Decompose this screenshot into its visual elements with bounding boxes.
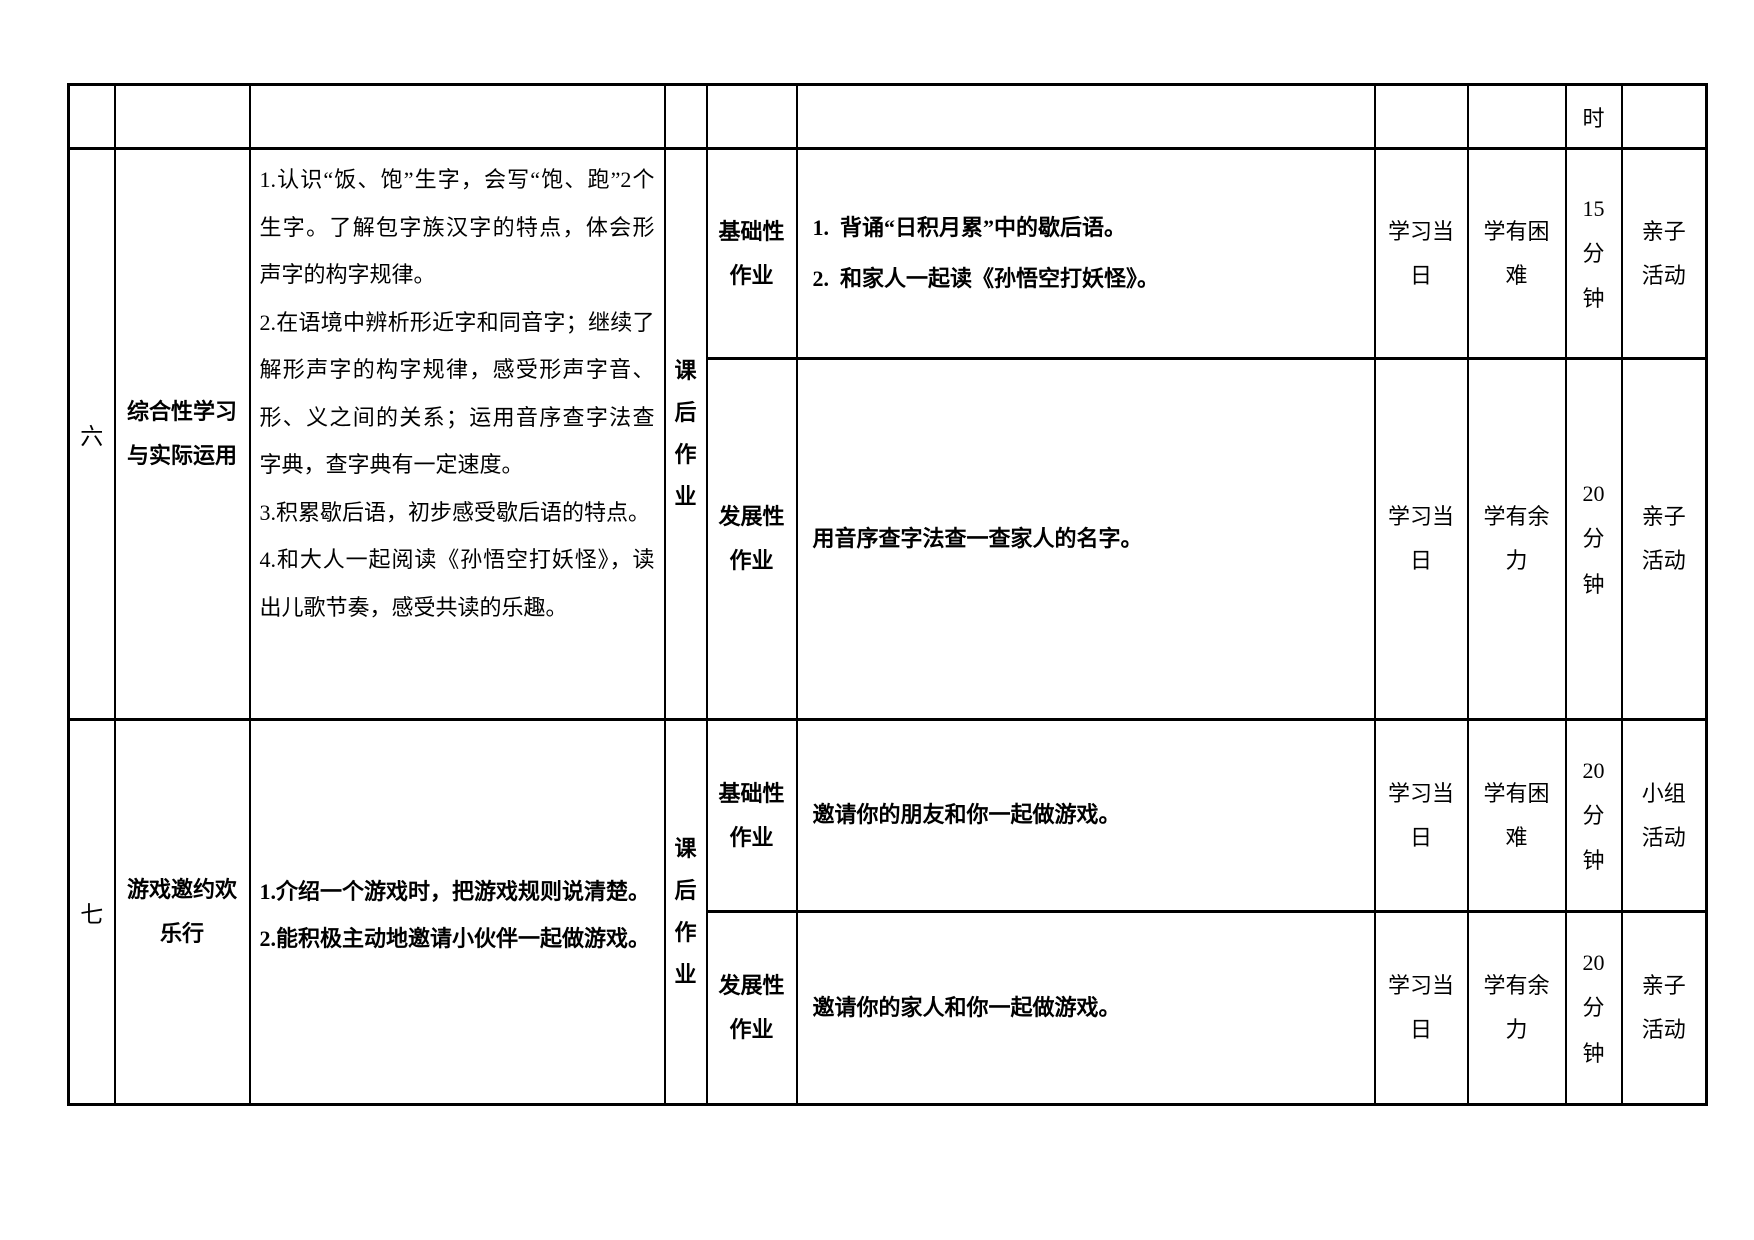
duration-label: 20分钟 xyxy=(1582,950,1605,1066)
homework-type-cell: 基础性作业 xyxy=(705,147,798,360)
schedule-label: 学习当日 xyxy=(1387,780,1454,850)
header-unit-title-cell xyxy=(113,83,251,150)
objective-item: 2.能积极主动地邀请小伙伴一起做游戏。 xyxy=(259,926,651,951)
homework-category-label: 课后作业 xyxy=(674,358,697,509)
duration-cell: 20分钟 xyxy=(1564,357,1623,721)
time-header-cell: 时 xyxy=(1564,83,1623,150)
duration-cell: 15分钟 xyxy=(1564,147,1623,360)
learner-level-label: 学有余力 xyxy=(1483,504,1550,573)
unit-title-label: 综合性学习与实际运用 xyxy=(126,399,237,468)
activity-type-label: 亲子活动 xyxy=(1641,218,1686,288)
homework-type-cell: 发展性作业 xyxy=(705,357,798,721)
homework-category-cell: 课后作业 xyxy=(663,718,708,1106)
homework-category-cell: 课后作业 xyxy=(663,147,708,721)
homework-type-label: 基础性作业 xyxy=(718,218,785,288)
homework-content-cell: 用音序查字法查一查家人的名字。 xyxy=(795,357,1376,721)
homework-type-label: 发展性作业 xyxy=(718,504,785,573)
document-page: 时 六 综合性学习与实际运用 1.认识“饭、饱”生字，会写“饱、跑”2个生字。了… xyxy=(67,83,1708,1106)
homework-content-line: 邀请你的朋友和你一起做游戏。 xyxy=(812,802,1121,828)
objective-item: 3.积累歇后语，初步感受歇后语的特点。 xyxy=(259,499,651,525)
homework-category-label: 课后作业 xyxy=(674,836,697,987)
homework-type-cell: 发展性作业 xyxy=(705,910,798,1106)
learner-level-cell: 学有余力 xyxy=(1466,910,1567,1106)
header-activity-cell xyxy=(1620,83,1708,150)
learner-level-label: 学有余力 xyxy=(1483,973,1550,1042)
table-header-partial-row: 时 xyxy=(67,83,1708,150)
objective-item: 1.认识“饭、饱”生字，会写“饱、跑”2个生字。了解包字族汉字的特点，体会形声字… xyxy=(259,167,655,288)
activity-type-label: 亲子活动 xyxy=(1641,504,1686,573)
header-category-cell xyxy=(663,83,708,150)
activity-type-cell: 亲子活动 xyxy=(1620,147,1708,360)
homework-content-cell: 邀请你的家人和你一起做游戏。 xyxy=(795,910,1376,1106)
activity-type-cell: 亲子活动 xyxy=(1620,910,1708,1106)
objective-item: 1.介绍一个游戏时，把游戏规则说清楚。 xyxy=(259,878,651,904)
schedule-cell: 学习当日 xyxy=(1373,357,1469,721)
unit-title-label: 游戏邀约欢乐行 xyxy=(126,877,237,946)
duration-label: 20分钟 xyxy=(1582,481,1605,597)
header-objectives-cell xyxy=(248,83,666,150)
unit-number-cell: 六 xyxy=(67,147,116,721)
objective-item: 4.和大人一起阅读《孙悟空打妖怪》，读出儿歌节奏，感受共读的乐趣。 xyxy=(259,547,655,620)
duration-label: 15分钟 xyxy=(1582,195,1605,312)
schedule-cell: 学习当日 xyxy=(1373,910,1469,1106)
unit-number-label: 七 xyxy=(80,902,104,927)
objectives-cell: 1.介绍一个游戏时，把游戏规则说清楚。 2.能积极主动地邀请小伙伴一起做游戏。 xyxy=(248,718,666,1106)
unit7-developmental-row: 发展性作业 邀请你的家人和你一起做游戏。 学习当日 学有余力 20分钟 亲子活动 xyxy=(69,910,1708,1106)
activity-type-cell: 亲子活动 xyxy=(1620,357,1708,721)
schedule-label: 学习当日 xyxy=(1387,973,1454,1042)
unit7-basic-row: 七 游戏邀约欢乐行 1.介绍一个游戏时，把游戏规则说清楚。 2.能积极主动地邀请… xyxy=(67,718,1708,1106)
learner-level-cell: 学有困难 xyxy=(1466,718,1567,913)
unit6-developmental-row: 发展性作业 用音序查字法查一查家人的名字。 学习当日 学有余力 20分钟 亲子活… xyxy=(69,357,1708,721)
schedule-label: 学习当日 xyxy=(1387,504,1454,573)
duration-cell: 20分钟 xyxy=(1564,910,1623,1106)
unit-number-cell: 七 xyxy=(67,718,116,1106)
objectives-list: 1.认识“饭、饱”生字，会写“饱、跑”2个生字。了解包字族汉字的特点，体会形声字… xyxy=(260,156,655,631)
homework-content-line: 1. 背诵“日积月累”中的歇后语。 xyxy=(812,215,1127,241)
homework-type-label: 发展性作业 xyxy=(718,973,785,1042)
homework-type-label: 基础性作业 xyxy=(718,780,785,850)
schedule-label: 学习当日 xyxy=(1387,218,1454,288)
activity-type-label: 亲子活动 xyxy=(1641,973,1686,1042)
schedule-cell: 学习当日 xyxy=(1373,718,1469,913)
duration-cell: 20分钟 xyxy=(1564,718,1623,913)
objectives-cell: 1.认识“饭、饱”生字，会写“饱、跑”2个生字。了解包字族汉字的特点，体会形声字… xyxy=(248,147,666,721)
objectives-list: 1.介绍一个游戏时，把游戏规则说清楚。 2.能积极主动地邀请小伙伴一起做游戏。 xyxy=(260,868,655,963)
homework-content-cell: 邀请你的朋友和你一起做游戏。 xyxy=(795,718,1376,913)
homework-content-line: 用音序查字法查一查家人的名字。 xyxy=(812,525,1143,551)
unit-title-cell: 综合性学习与实际运用 xyxy=(113,147,251,721)
header-content-cell xyxy=(795,83,1376,150)
learner-level-label: 学有困难 xyxy=(1483,780,1550,850)
assignment-table: 时 六 综合性学习与实际运用 1.认识“饭、饱”生字，会写“饱、跑”2个生字。了… xyxy=(67,83,1708,1106)
learner-level-label: 学有困难 xyxy=(1483,218,1550,288)
unit-number-label: 六 xyxy=(80,424,104,449)
unit-title-cell: 游戏邀约欢乐行 xyxy=(113,718,251,1106)
learner-level-cell: 学有余力 xyxy=(1466,357,1567,721)
activity-type-cell: 小组活动 xyxy=(1620,718,1708,913)
unit6-basic-row: 六 综合性学习与实际运用 1.认识“饭、饱”生字，会写“饱、跑”2个生字。了解包… xyxy=(67,147,1708,721)
homework-content-line: 邀请你的家人和你一起做游戏。 xyxy=(812,994,1121,1020)
objective-item: 2.在语境中辨析形近字和同音字；继续了解形声字的构字规律，感受形声字音、形、义之… xyxy=(259,309,655,478)
time-header-partial-label: 时 xyxy=(1582,105,1605,131)
header-schedule-cell xyxy=(1373,83,1469,150)
homework-type-cell: 基础性作业 xyxy=(705,718,798,913)
schedule-cell: 学习当日 xyxy=(1373,147,1469,360)
activity-type-label: 小组活动 xyxy=(1641,780,1686,850)
homework-content-line: 2. 和家人一起读《孙悟空打妖怪》。 xyxy=(812,265,1160,291)
duration-label: 20分钟 xyxy=(1582,757,1605,874)
homework-content-cell: 1. 背诵“日积月累”中的歇后语。 2. 和家人一起读《孙悟空打妖怪》。 xyxy=(795,147,1376,360)
learner-level-cell: 学有困难 xyxy=(1466,147,1567,360)
header-level-cell xyxy=(1466,83,1567,150)
header-type-cell xyxy=(705,83,798,150)
header-unit-number-cell xyxy=(67,83,116,150)
